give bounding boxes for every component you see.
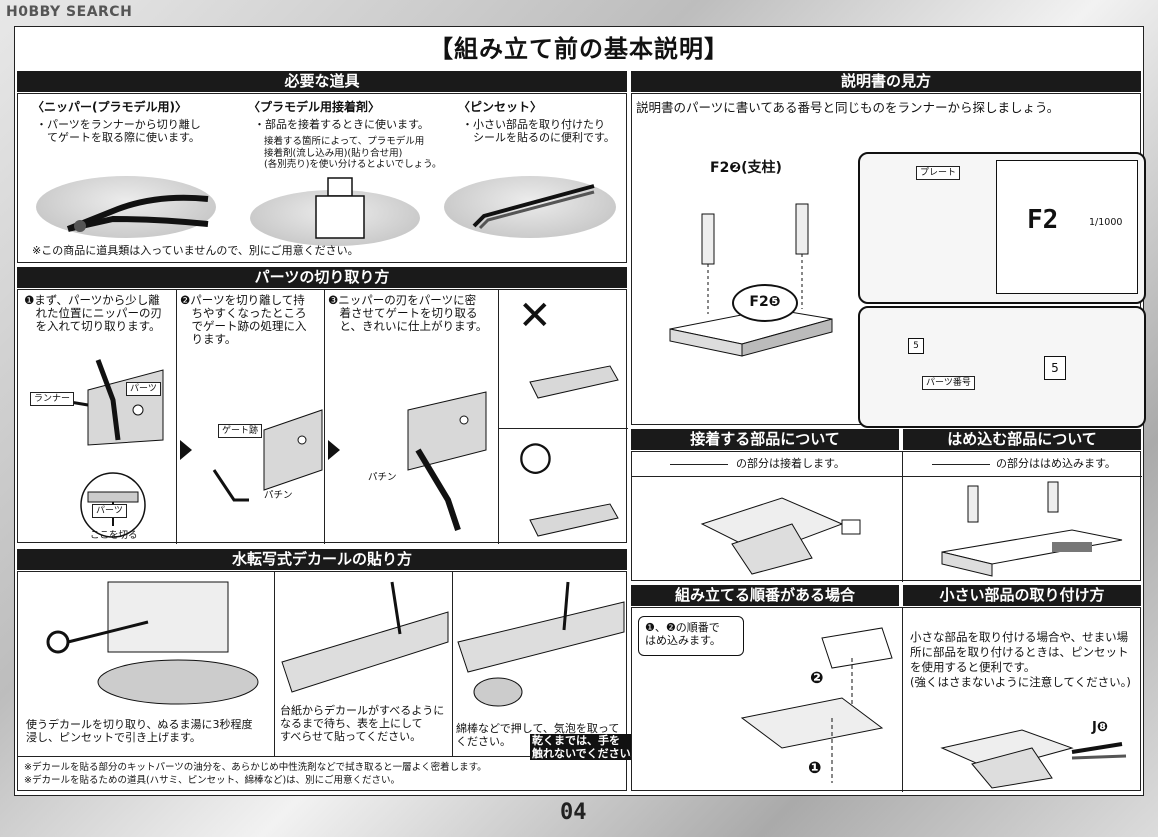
order-small-panel: ❶、❷の順番で はめ込みます。 ❷ ❶ 小さな部品を取り付ける場合や、せまい場 … <box>631 607 1141 792</box>
order-header: 組み立てる順番がある場合 <box>631 585 899 606</box>
tool-desc-tweezers: ・小さい部品を取り付けたり シールを貼るのに便利です。 <box>462 118 615 144</box>
part-number-tag: 5 <box>908 338 924 354</box>
label-pachin: パチン <box>264 490 293 501</box>
glue-desc: の部分は接着します。 <box>736 457 845 470</box>
divider <box>632 476 1142 477</box>
step-arrow <box>180 440 192 460</box>
decal-note-2: ※デカールを貼るための道具(ハサミ、ピンセット、綿棒など)は、別にご用意ください… <box>24 775 400 786</box>
decal-slide-illustration <box>281 581 449 693</box>
tools-header: 必要な道具 <box>17 71 627 92</box>
decal-panel: 使うデカールを切り取り、ぬるま湯に3秒程度 浸し、ピンセットで引き上げます。 台… <box>17 571 644 791</box>
tool-title-tweezers: 〈ピンセット〉 <box>458 100 543 114</box>
decal-caption-2: 台紙からデカールがすべるように なるまで待ち、表を上にして すべらせて貼ってくだ… <box>280 704 445 743</box>
decal-press-illustration <box>457 581 625 707</box>
glue-part-illustration <box>700 497 861 575</box>
glue-parts-header: 接着する部品について <box>631 429 899 450</box>
label-parts-closeup: パーツ <box>92 504 127 518</box>
tools-panel: 〈ニッパー(プラモデル用)〉 ・パーツをランナーから切り離し てゲートを取る際に… <box>17 93 627 263</box>
part-number-zoom-box: 5 パーツ番号 5 <box>858 306 1146 428</box>
instruction-sheet: 【組み立て前の基本説明】 必要な道具 〈ニッパー(プラモデル用)〉 ・パーツをラ… <box>14 26 1146 796</box>
divider <box>452 572 453 756</box>
cut-step-1: ❶まず、パーツから少し離 れた位置にニッパーの刃 を入れて切り取ります。 <box>24 293 162 333</box>
divider <box>324 290 325 544</box>
runner-part-illustration <box>57 359 164 446</box>
stand-illustration <box>669 203 833 357</box>
bad-mark: ✕ <box>518 293 552 339</box>
manual-panel: 説明書のパーツに書いてある番号と同じものをランナーから探しましょう。 F2❷(支… <box>631 93 1146 428</box>
plate-closeup: F2 1/1000 <box>996 160 1138 294</box>
order-assembly-illustration <box>740 627 893 783</box>
snap-desc: の部分ははめ込みます。 <box>996 457 1116 470</box>
label-cut-here: ここを切る <box>90 530 138 541</box>
tool-note-glue: 接着する箇所によって、プラモデル用 接着剤(流し込み用)(貼り合せ用) (各別売… <box>264 136 442 170</box>
cutting-panel: ❶まず、パーツから少し離 れた位置にニッパーの刃 を入れて切り取ります。 ❷パー… <box>17 289 628 544</box>
tools-footnote: ※この商品に道具類は入っていませんので、別にご用意ください。 <box>32 244 359 257</box>
decal-dip-illustration <box>46 581 259 705</box>
plate-scale: 1/1000 <box>1089 217 1123 228</box>
decal-caption-1: 使うデカールを切り取り、ぬるま湯に3秒程度 浸し、ピンセットで引き上げます。 <box>26 718 253 744</box>
label-pachin: パチン <box>368 472 397 483</box>
snap-part-illustration <box>941 481 1123 577</box>
divider <box>902 608 903 792</box>
nipper-icon <box>66 194 209 232</box>
decal-note-1: ※デカールを貼る部分のキットパーツの油分を、あらかじめ中性洗剤などで拭き取ると一… <box>24 762 487 773</box>
decal-header: 水転写式デカールの貼り方 <box>17 549 627 570</box>
manual-part-label: F2❷(支柱) <box>710 160 782 176</box>
small-part-illustration <box>940 729 1127 789</box>
glue-arrow-line <box>670 464 728 465</box>
label-part-number: パーツ番号 <box>922 376 975 390</box>
tool-desc-nipper: ・パーツをランナーから切り離し てゲートを取る際に使います。 <box>36 118 201 144</box>
small-part-label: J❽ <box>1092 720 1108 735</box>
plate-zoom-box: プレート F2 1/1000 <box>858 152 1146 304</box>
snap-arrow-line <box>932 464 990 465</box>
cut-step-2: ❷パーツを切り離して持 ちやすくなったところ でゲート跡の処理に入 ります。 <box>180 293 307 346</box>
divider <box>274 572 275 756</box>
cut-step-3: ❸ニッパーの刃をパーツに密 着させてゲートを切り取る と、きれいに仕上がります。 <box>328 293 488 333</box>
label-plate: プレート <box>916 166 961 180</box>
good-mark: ○ <box>518 433 553 479</box>
tweezers-icon <box>472 184 595 230</box>
page-title: 【組み立て前の基本説明】 <box>429 35 729 63</box>
order-note-box: ❶、❷の順番で はめ込みます。 <box>638 616 744 656</box>
divider <box>902 452 903 582</box>
plate-text: F2 <box>1027 205 1059 235</box>
watermark: H0BBY SEARCH <box>6 4 133 20</box>
divider <box>498 290 499 544</box>
glue-snap-panel: の部分は接着します。 の部分ははめ込みます。 <box>631 451 1142 582</box>
tool-title-glue: 〈プラモデル用接着剤〉 <box>248 100 381 114</box>
manual-desc: 説明書のパーツに書いてある番号と同じものをランナーから探しましょう。 <box>636 100 1060 115</box>
label-parts: パーツ <box>126 382 161 396</box>
label-gate-mark: ゲート跡 <box>218 424 263 438</box>
part-number-tag-large: 5 <box>1044 356 1066 380</box>
order-step-2: ❷ <box>810 668 824 687</box>
tool-title-nipper: 〈ニッパー(プラモデル用)〉 <box>32 100 187 114</box>
order-step-1: ❶ <box>808 758 822 777</box>
final-cut-illustration <box>407 391 487 531</box>
cutting-header: パーツの切り取り方 <box>17 267 627 288</box>
snap-parts-header: はめ込む部品について <box>903 429 1141 450</box>
tool-desc-glue: ・部品を接着するときに使います。 <box>254 118 429 131</box>
divider <box>18 756 628 757</box>
decal-caption-3-highlight: 乾くまでは、手を 触れないでください。 <box>530 734 644 760</box>
decal-caption-3: 綿棒などで押して、気泡を取って ください。 <box>456 722 620 748</box>
divider <box>498 428 628 429</box>
small-parts-header: 小さい部品の取り付け方 <box>903 585 1141 606</box>
bad-result-part <box>529 365 619 399</box>
small-parts-desc: 小さな部品を取り付ける場合や、せまい場 所に部品を取り付けるときは、ピンセット … <box>910 630 1131 689</box>
label-runner: ランナー <box>30 392 75 406</box>
manual-header: 説明書の見方 <box>631 71 1141 92</box>
order-note: ❶、❷の順番で はめ込みます。 <box>645 621 721 647</box>
step-arrow <box>328 440 340 460</box>
manual-part-label-2: F2❺ <box>732 284 798 322</box>
page-number: 04 <box>560 800 587 825</box>
gate-trim-illustration <box>212 409 323 502</box>
good-result-part <box>529 503 619 537</box>
glue-bottle-icon <box>315 177 365 239</box>
divider <box>176 290 177 544</box>
